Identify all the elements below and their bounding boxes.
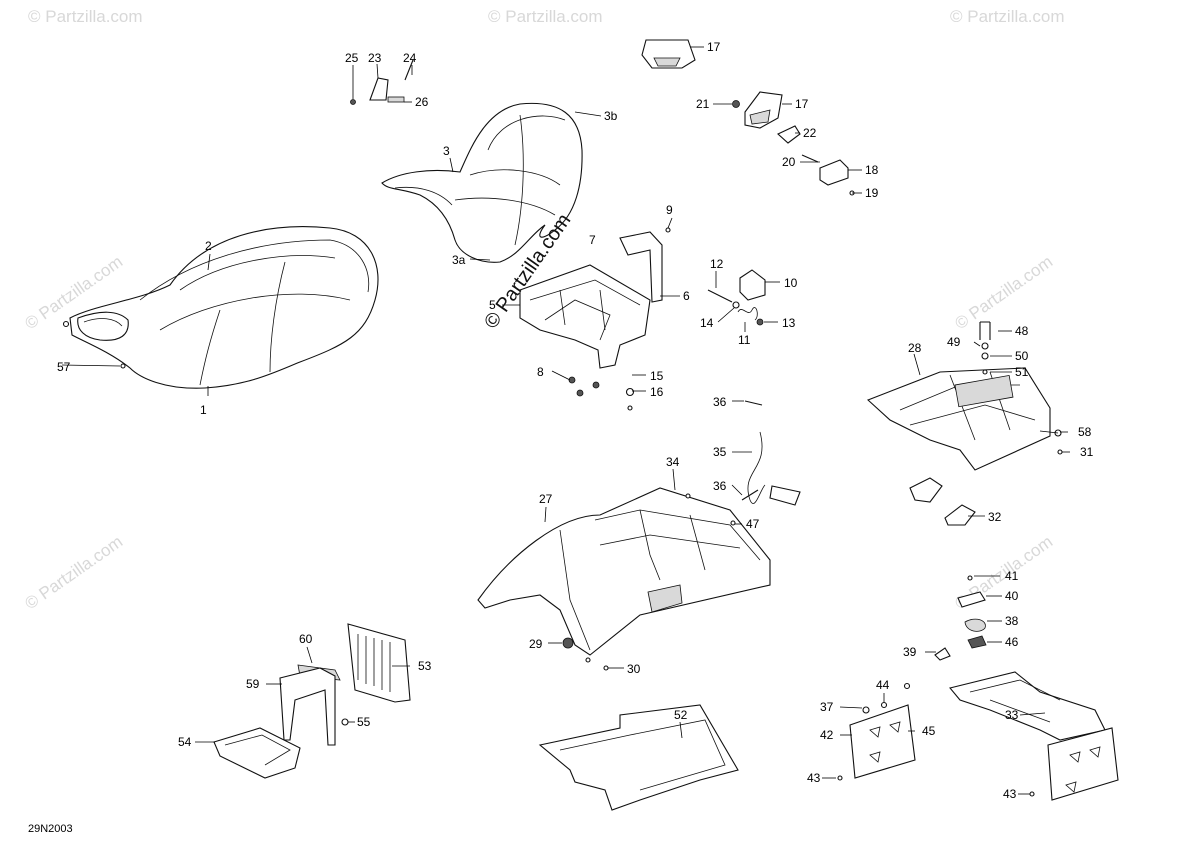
callout-3: 3 (443, 144, 450, 158)
callout-27: 27 (539, 492, 553, 506)
callout-28: 28 (908, 341, 922, 355)
callout-3b: 3b (604, 109, 618, 123)
seat-assembly-3 (381, 102, 583, 263)
callout-31: 31 (1080, 445, 1094, 459)
watermark: © Partzilla.com (21, 532, 126, 613)
cable-35-36 (741, 400, 801, 506)
callout-58: 58 (1078, 425, 1092, 439)
callout-14: 14 (700, 316, 714, 330)
callout-22: 22 (803, 126, 817, 140)
callout-53: 53 (418, 659, 432, 673)
callout-47: 47 (746, 517, 760, 531)
callout-60: 60 (299, 632, 313, 646)
callout-59: 59 (246, 677, 260, 691)
callout-37: 37 (820, 700, 834, 714)
callout-7: 7 (589, 233, 596, 247)
watermark: © Partzilla.com (950, 7, 1065, 26)
seat-frame-5 (519, 227, 671, 411)
callout-35: 35 (713, 445, 727, 459)
storage-box-parts (213, 623, 411, 779)
callout-43-left: 43 (807, 771, 821, 785)
callout-17-top: 17 (707, 40, 721, 54)
callout-39: 39 (903, 645, 917, 659)
callout-46: 46 (1005, 635, 1019, 649)
callout-21: 21 (696, 97, 710, 111)
callout-13: 13 (782, 316, 796, 330)
callout-labels: 1 2 3 3a 3b 5 6 7 8 9 10 11 12 13 14 15 … (57, 40, 1094, 801)
callout-17: 17 (795, 97, 809, 111)
callout-38: 38 (1005, 614, 1019, 628)
callout-54: 54 (178, 735, 192, 749)
callout-51: 51 (1015, 365, 1029, 379)
callout-8: 8 (537, 365, 544, 379)
callout-29: 29 (529, 637, 543, 651)
callout-20: 20 (782, 155, 796, 169)
callout-32: 32 (988, 510, 1002, 524)
callout-45: 45 (922, 724, 936, 738)
hardware-23-26 (350, 59, 414, 105)
floor-mat-52 (538, 704, 739, 811)
callout-3a: 3a (452, 253, 466, 267)
callout-9: 9 (666, 203, 673, 217)
diagram-code: 29N2003 (28, 823, 73, 835)
rear-rack-28 (866, 321, 1063, 526)
callout-40: 40 (1005, 589, 1019, 603)
callout-24: 24 (403, 51, 417, 65)
callout-33: 33 (1005, 708, 1019, 722)
watermark: © Partzilla.com (951, 252, 1056, 333)
handle-parts-17-22 (641, 39, 855, 196)
callout-5: 5 (489, 298, 496, 312)
storage-tray-27-34 (477, 487, 771, 671)
callout-57: 57 (57, 360, 71, 374)
callout-18: 18 (865, 163, 879, 177)
callout-36: 36 (713, 479, 727, 493)
callout-43-right: 43 (1003, 787, 1017, 801)
callout-10: 10 (784, 276, 798, 290)
watermark: © Partzilla.com (488, 7, 603, 26)
callout-11: 11 (738, 333, 751, 347)
callout-48: 48 (1015, 324, 1029, 338)
callout-12: 12 (710, 257, 724, 271)
latch-parts-10-14 (707, 269, 766, 326)
callout-25: 25 (345, 51, 359, 65)
callout-15: 15 (650, 369, 664, 383)
callout-19: 19 (865, 186, 879, 200)
callout-52: 52 (674, 708, 688, 722)
callout-36-top: 36 (713, 395, 727, 409)
callout-44: 44 (876, 678, 890, 692)
callout-23: 23 (368, 51, 382, 65)
callout-50: 50 (1015, 349, 1029, 363)
callout-55: 55 (357, 715, 371, 729)
callout-6: 6 (683, 289, 690, 303)
callout-1: 1 (200, 403, 207, 417)
leader-lines (61, 46, 1070, 795)
callout-49: 49 (947, 335, 961, 349)
callout-42: 42 (820, 728, 834, 742)
callout-41: 41 (1005, 569, 1019, 583)
seat-assembly-1 (62, 226, 379, 389)
callout-26: 26 (415, 95, 429, 109)
callout-34: 34 (666, 455, 680, 469)
watermark: © Partzilla.com (28, 7, 143, 26)
callout-16: 16 (650, 385, 664, 399)
callout-30: 30 (627, 662, 641, 676)
callout-2: 2 (205, 239, 212, 253)
rear-bumper-parts (837, 575, 1119, 801)
